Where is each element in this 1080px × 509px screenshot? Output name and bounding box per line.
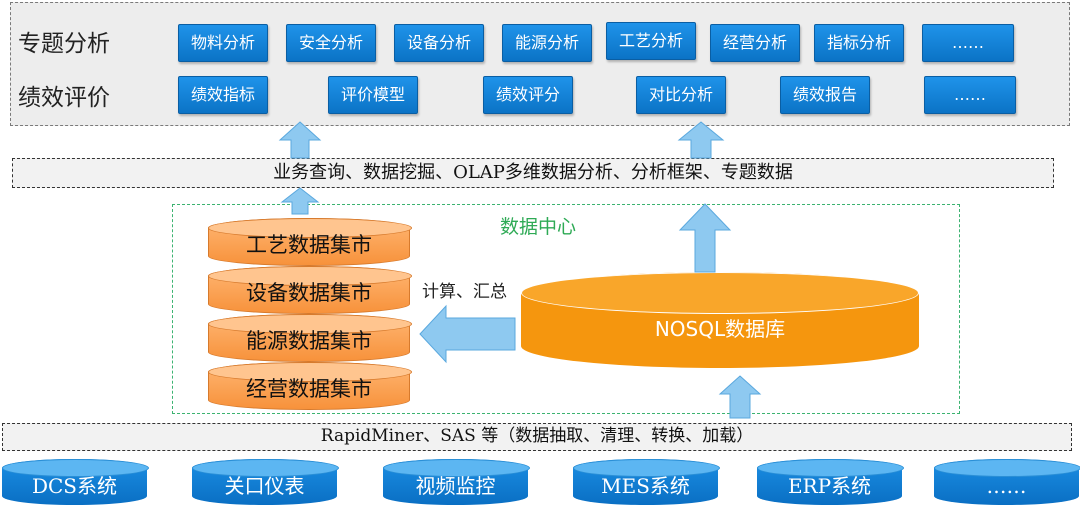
btn-business-analysis[interactable]: 经营分析 <box>710 24 800 62</box>
source-video-monitoring: 视频监控 <box>383 459 530 505</box>
calc-summary-label: 计算、汇总 <box>422 282 507 302</box>
data-mart-process-label: 工艺数据集市 <box>246 233 372 257</box>
btn-indicator-analysis[interactable]: 指标分析 <box>814 24 904 62</box>
btn-process-analysis[interactable]: 工艺分析 <box>606 22 696 60</box>
nosql-database-label: NOSQL数据库 <box>654 317 786 341</box>
data-mart-equipment-label: 设备数据集市 <box>246 281 372 305</box>
btn-performance-report[interactable]: 绩效报告 <box>780 76 870 114</box>
btn-performance-score[interactable]: 绩效评分 <box>483 76 573 114</box>
source-mes-label: MES系统 <box>601 474 690 498</box>
source-gateway-meter: 关口仪表 <box>192 459 339 505</box>
data-mart-business-label: 经营数据集市 <box>246 377 372 401</box>
arrow-up-right-mid <box>678 203 732 273</box>
source-video-monitoring-label: 视频监控 <box>415 474 496 498</box>
btn-comparison-analysis[interactable]: 对比分析 <box>636 76 726 114</box>
source-erp-label: ERP系统 <box>787 474 872 498</box>
arrow-up-etl <box>718 375 762 419</box>
source-mes: MES系统 <box>573 459 720 505</box>
source-more: …… <box>934 459 1080 505</box>
data-mart-process: 工艺数据集市 <box>208 218 412 266</box>
data-mart-business: 经营数据集市 <box>208 362 412 410</box>
btn-safety-analysis[interactable]: 安全分析 <box>286 24 376 62</box>
analysis-methods-bar: 业务查询、数据挖掘、OLAP多维数据分析、分析框架、专题数据 <box>12 158 1054 188</box>
row-label-performance: 绩效评价 <box>18 85 110 111</box>
source-gateway-meter-label: 关口仪表 <box>224 474 305 498</box>
btn-performance-indicator[interactable]: 绩效指标 <box>178 76 268 114</box>
source-erp: ERP系统 <box>757 459 904 505</box>
arrow-up-left-top <box>278 121 322 159</box>
data-mart-equipment: 设备数据集市 <box>208 266 412 314</box>
arrow-left-calc <box>419 304 516 364</box>
data-center-title: 数据中心 <box>500 216 577 238</box>
etl-tools-bar: RapidMiner、SAS 等（数据抽取、清理、转换、加载） <box>2 423 1072 451</box>
source-more-label: …… <box>986 474 1027 498</box>
btn-material-analysis[interactable]: 物料分析 <box>178 24 268 62</box>
arrow-up-right-top <box>677 121 725 159</box>
btn-energy-analysis[interactable]: 能源分析 <box>502 24 592 62</box>
btn-more-row1[interactable]: …… <box>922 24 1014 62</box>
source-dcs: DCS系统 <box>2 459 149 505</box>
btn-more-row2[interactable]: …… <box>924 76 1016 114</box>
btn-equipment-analysis[interactable]: 设备分析 <box>394 24 484 62</box>
nosql-database-top <box>521 272 919 314</box>
data-mart-energy: 能源数据集市 <box>208 314 412 362</box>
row-label-topic-analysis: 专题分析 <box>18 31 110 57</box>
arrow-up-left-mid <box>280 187 320 215</box>
source-dcs-label: DCS系统 <box>31 474 118 498</box>
btn-evaluation-model[interactable]: 评价模型 <box>328 76 418 114</box>
data-mart-energy-label: 能源数据集市 <box>246 329 372 353</box>
